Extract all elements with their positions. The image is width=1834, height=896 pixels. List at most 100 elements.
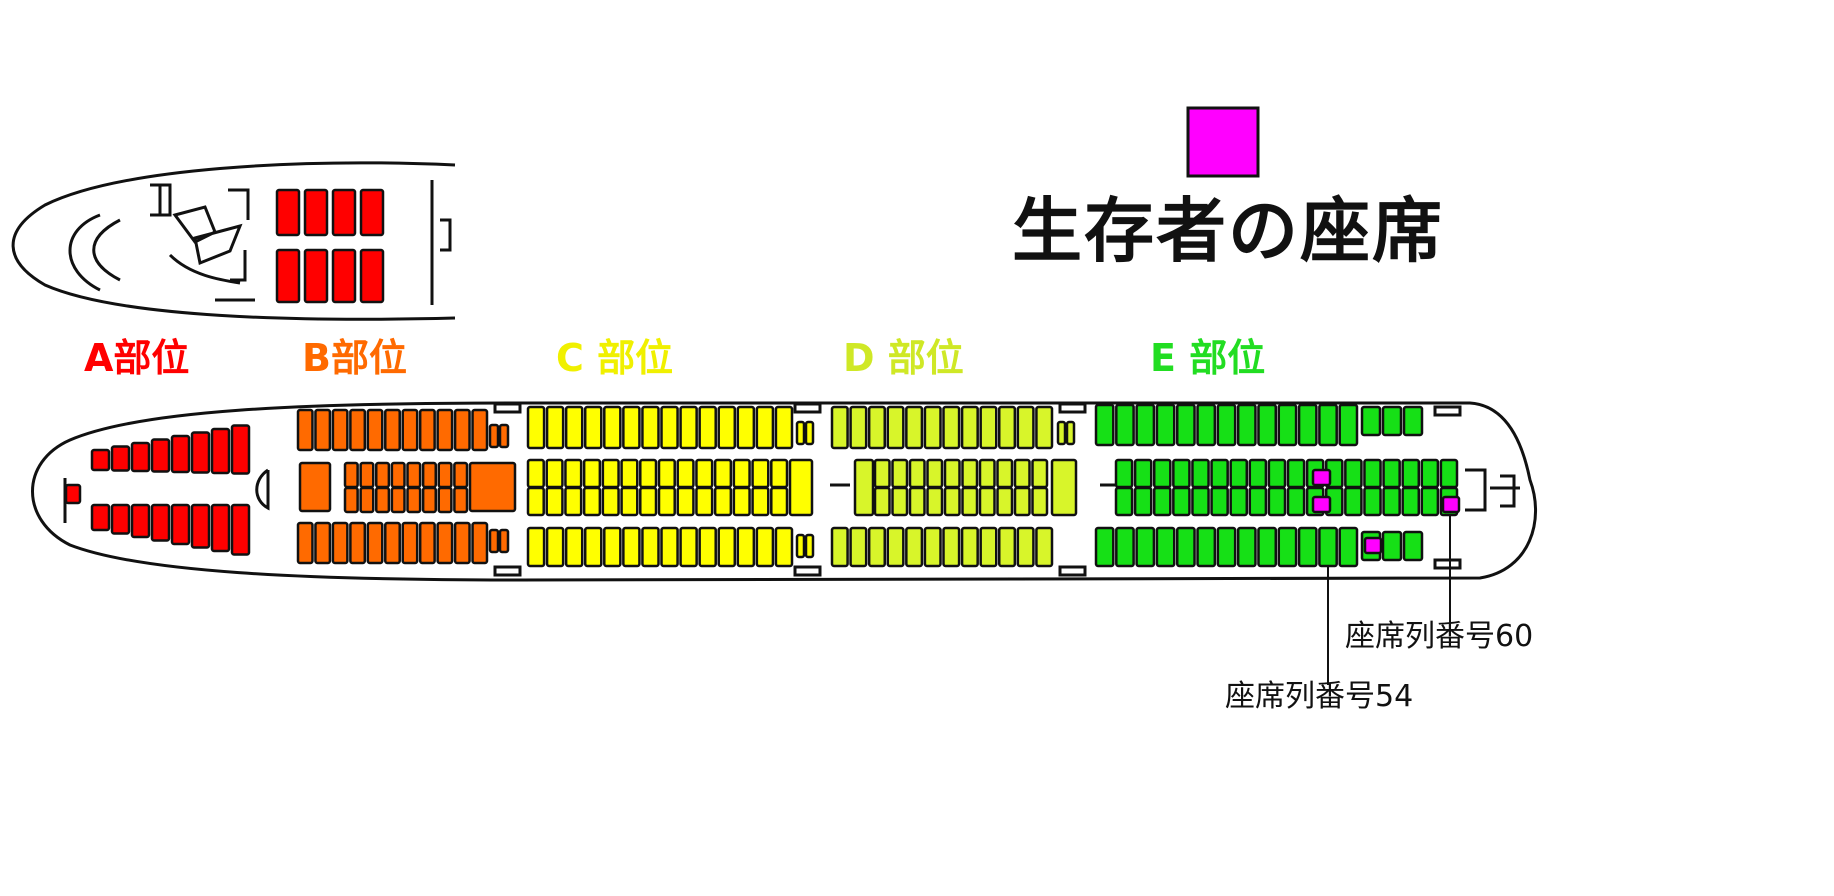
seat [998, 405, 1017, 450]
seat [603, 526, 622, 568]
seat [545, 486, 564, 517]
seat [488, 528, 500, 554]
seat [526, 486, 545, 517]
seat [695, 486, 714, 517]
seat [359, 248, 385, 304]
seat [390, 486, 406, 514]
seat [1257, 526, 1278, 568]
seat [331, 248, 357, 304]
seat [1016, 405, 1035, 450]
seat [679, 405, 698, 450]
seat [1196, 403, 1217, 447]
seat [660, 405, 679, 450]
seat [130, 441, 151, 473]
seat [641, 526, 660, 568]
seat [867, 405, 887, 450]
seat [564, 486, 583, 517]
seat [1196, 526, 1217, 568]
seat [732, 458, 751, 489]
seat [905, 405, 924, 450]
seat [1402, 530, 1424, 562]
seat [384, 408, 401, 452]
seat [130, 503, 151, 539]
seat [230, 503, 251, 556]
seat [1248, 458, 1268, 489]
seat [375, 461, 391, 489]
seat [1381, 530, 1403, 562]
seat [620, 486, 639, 517]
seat [774, 405, 794, 450]
seat [867, 526, 887, 568]
seat [401, 521, 419, 565]
seat [1135, 526, 1156, 568]
seat [1172, 486, 1191, 517]
seat [498, 423, 510, 449]
seat [384, 521, 401, 565]
survivor-legend-swatch [1186, 106, 1260, 178]
seat [471, 521, 489, 565]
seat [468, 461, 517, 513]
seat [774, 526, 794, 568]
upper-deck-bulkhead [68, 180, 452, 305]
seat [1133, 486, 1153, 517]
seat [366, 408, 384, 452]
seat [698, 526, 717, 568]
seat [1229, 486, 1249, 517]
seat [1152, 486, 1172, 517]
seat [90, 503, 111, 532]
seat [1175, 403, 1196, 447]
seat [1114, 458, 1134, 489]
seat [1344, 458, 1363, 489]
seat [1286, 486, 1306, 517]
seat [526, 458, 545, 489]
seat [564, 458, 583, 489]
seat [545, 526, 565, 568]
seat [343, 461, 359, 489]
seat [1401, 458, 1421, 489]
seat [150, 503, 171, 542]
seat [998, 526, 1017, 568]
seat [437, 461, 453, 489]
seat [1297, 403, 1318, 447]
seat [639, 458, 658, 489]
seat [849, 526, 868, 568]
seat [349, 408, 367, 452]
seat [926, 458, 944, 489]
seat [943, 486, 961, 517]
seat [375, 486, 391, 514]
seat [873, 486, 891, 517]
section-b-label: B部位 [302, 336, 407, 380]
seat [583, 405, 603, 450]
seat [526, 405, 546, 450]
seat [1439, 458, 1459, 489]
seat [1277, 526, 1298, 568]
seat [303, 188, 329, 237]
seat [1191, 458, 1210, 489]
seat [996, 458, 1014, 489]
seat [1257, 403, 1278, 447]
seat [603, 405, 622, 450]
seat [331, 408, 349, 452]
seat [1338, 403, 1359, 447]
seat [1013, 486, 1031, 517]
seat [366, 521, 384, 565]
door-marker [493, 402, 522, 414]
door-marker [1058, 565, 1087, 577]
seat [453, 486, 469, 514]
door-marker [793, 565, 822, 577]
seat [751, 486, 770, 517]
seat [436, 521, 454, 565]
seat [1115, 526, 1135, 568]
seat [978, 486, 996, 517]
seat [190, 431, 211, 474]
seat [582, 458, 602, 489]
seat [1133, 458, 1153, 489]
seat [1210, 458, 1229, 489]
seat [804, 533, 815, 559]
seat [1065, 420, 1076, 446]
seat [788, 458, 814, 517]
seat [418, 521, 436, 565]
seat [660, 526, 679, 568]
seat [564, 526, 584, 568]
